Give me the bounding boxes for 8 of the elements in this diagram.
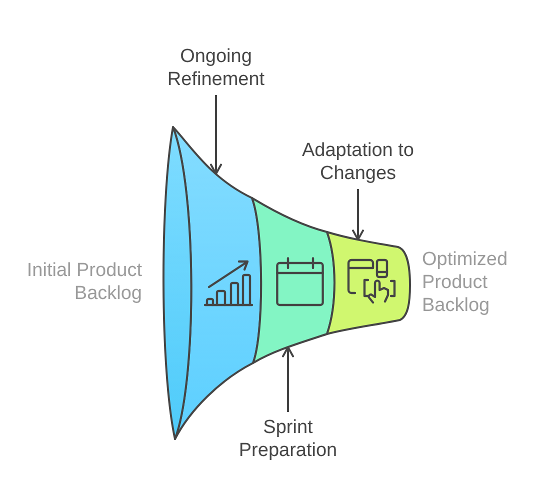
callout-text: Sprint Preparation (238, 412, 338, 462)
arrow (282, 346, 294, 412)
arrow (210, 95, 222, 175)
callout-text: Adaptation to Changes (301, 139, 415, 189)
stage-label: Optimized Product Backlog (422, 248, 509, 317)
arrow (352, 189, 364, 241)
stage-label: Initial Product Backlog (26, 259, 142, 305)
callout-text: Ongoing Refinement (166, 45, 266, 95)
